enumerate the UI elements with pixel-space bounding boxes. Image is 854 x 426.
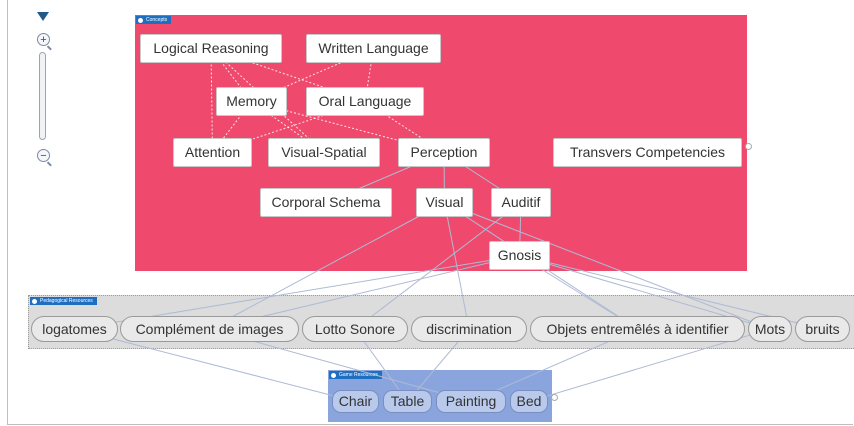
concept-node-corporal-schema[interactable]: Corporal Schema xyxy=(260,188,392,217)
zoom-out-icon[interactable]: − xyxy=(37,149,50,162)
game-group-title[interactable]: Game Resources xyxy=(329,371,382,379)
zoom-in-icon[interactable]: + xyxy=(37,33,50,46)
concept-node-gnosis[interactable]: Gnosis xyxy=(489,241,550,270)
game-node-bed[interactable]: Bed xyxy=(510,390,548,413)
edge-logical-memory xyxy=(210,48,252,102)
concept-node-visual[interactable]: Visual xyxy=(416,188,473,217)
concept-node-auditif[interactable]: Auditif xyxy=(491,188,551,217)
concepts-group-title[interactable]: Concepts xyxy=(136,16,172,24)
edge-auditif-lotto xyxy=(354,202,522,330)
concept-node-attention[interactable]: Attention xyxy=(173,138,252,167)
resize-handle[interactable] xyxy=(745,143,752,150)
resource-node-discrimination[interactable]: discrimination xyxy=(411,316,527,342)
resource-node-lotto-sonore[interactable]: Lotto Sonore xyxy=(302,316,408,342)
resource-node-bruits[interactable]: bruits xyxy=(795,316,850,342)
edge-logatomes-chair xyxy=(74,328,356,402)
edge-visual-mots xyxy=(444,202,771,330)
concept-node-visual-spatial[interactable]: Visual-Spatial xyxy=(268,138,380,167)
resource-node-logatomes[interactable]: logatomes xyxy=(31,316,118,342)
edge-oral-attention xyxy=(212,101,366,153)
concept-node-memory[interactable]: Memory xyxy=(216,87,287,116)
game-node-table[interactable]: Table xyxy=(383,390,432,413)
concept-node-logical-reasoning[interactable]: Logical Reasoning xyxy=(140,34,282,63)
resource-node-mots[interactable]: Mots xyxy=(748,316,792,342)
game-node-painting[interactable]: Painting xyxy=(436,390,506,413)
concept-node-written-language[interactable]: Written Language xyxy=(306,34,441,63)
edge-visual-complement xyxy=(209,202,445,330)
zoom-slider[interactable] xyxy=(39,52,46,140)
pedagogical-group-title[interactable]: Pedagogical Resources xyxy=(30,297,97,305)
edge-logical-oral xyxy=(210,48,366,102)
resize-handle[interactable] xyxy=(551,394,558,401)
game-node-chair[interactable]: Chair xyxy=(332,390,379,413)
resource-node-complement-de-images[interactable]: Complément de images xyxy=(120,316,299,342)
concept-node-oral-language[interactable]: Oral Language xyxy=(306,87,424,116)
resource-node-objets-entremeles[interactable]: Objets entremêlés à identifier xyxy=(530,316,745,342)
collapse-arrow-icon[interactable] xyxy=(37,12,49,21)
concept-node-transvers-competencies[interactable]: Transvers Competencies xyxy=(553,138,742,167)
concept-node-perception[interactable]: Perception xyxy=(398,138,490,167)
canvas-frame xyxy=(7,0,853,425)
edge-logical-attention xyxy=(210,48,213,153)
